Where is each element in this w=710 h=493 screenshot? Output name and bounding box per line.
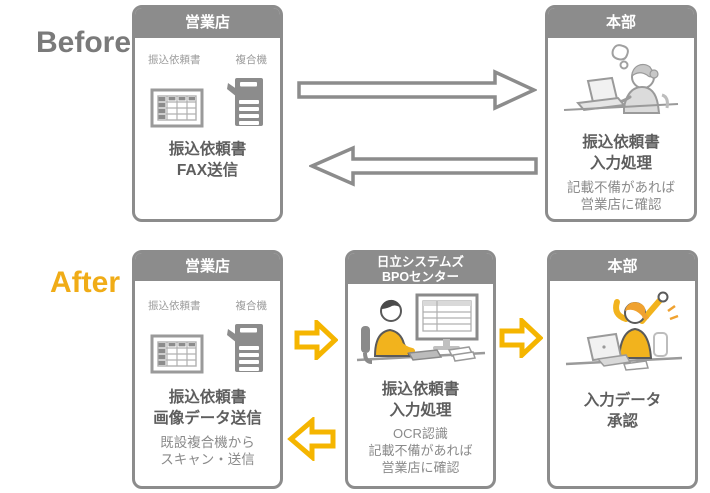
before-hq-header: 本部: [548, 8, 694, 38]
after-branch-note: 既設複合機から スキャン・送信: [135, 434, 280, 469]
before-label: Before: [36, 26, 132, 59]
after-bpo-note: OCR認識 記載不備があれば 営業店に確認: [348, 426, 493, 477]
after-hq-title-line1: 入力データ: [583, 392, 662, 409]
after-hq-header: 本部: [550, 253, 695, 281]
before-branch-title-line1: 振込依頼書: [168, 141, 247, 158]
after-branch-mini-labels: 振込依頼書 複合機: [135, 298, 280, 313]
stressed-worker-illustration: [563, 44, 679, 114]
after-label: After: [50, 266, 121, 299]
after-bpo-note-line3: 営業店に確認: [381, 459, 460, 475]
after-hq-box: 本部 入力データ 承認: [547, 250, 698, 489]
mfp-label: 複合機: [235, 300, 268, 312]
after-branch-title-line1: 振込依頼書: [168, 389, 247, 406]
before-branch-mini-labels: 振込依頼書 複合機: [135, 52, 280, 67]
multifunction-printer-icon: [227, 324, 263, 372]
multifunction-printer-icon: [227, 78, 263, 126]
after-branch-icons: [135, 322, 280, 374]
before-hq-title-line1: 振込依頼書: [582, 134, 660, 151]
after-bpo-note-line2: 記載不備があれば: [368, 442, 473, 458]
after-branch-header: 営業店: [135, 253, 280, 281]
after-branch-box: 営業店 振込依頼書 複合機: [132, 250, 283, 489]
before-branch-title: 振込依頼書 FAX送信: [135, 140, 280, 182]
after-bpo-box: 日立システムズ BPOセンター: [345, 250, 496, 489]
before-hq-note: 記載不備があれば 営業店に確認: [548, 179, 694, 214]
relieved-worker-illustration: [565, 291, 682, 371]
after-branch-note-line2: スキャン・送信: [160, 452, 255, 468]
before-branch-title-line2: FAX送信: [176, 161, 239, 179]
after-hq-title: 入力データ 承認: [550, 391, 695, 433]
after-bpo-header-line1: 日立システムズ: [376, 255, 465, 269]
after-bpo-title: 振込依頼書 入力処理: [348, 380, 493, 422]
after-branch-title-line2: 画像データ送信: [153, 409, 262, 427]
after-bpo-title-line2: 入力処理: [389, 401, 452, 419]
before-flow-right-arrow: [297, 69, 537, 111]
after-branch-note-line1: 既設複合機から: [160, 434, 255, 450]
after-branch-to-bpo-arrow: [294, 320, 338, 360]
after-bpo-body: 振込依頼書 入力処理 OCR認識 記載不備があれば 営業店に確認: [348, 292, 493, 477]
before-branch-icons: [135, 76, 280, 128]
after-bpo-to-branch-arrow: [287, 417, 336, 461]
before-branch-body: 振込依頼書 複合機: [135, 52, 280, 182]
after-bpo-header: 日立システムズ BPOセンター: [348, 253, 493, 284]
mfp-label: 複合機: [235, 54, 268, 66]
transfer-request-doc-label: 振込依頼書: [148, 300, 201, 312]
document-table-icon: [150, 334, 204, 374]
after-hq-body: 入力データ 承認: [550, 287, 695, 433]
before-branch-header: 営業店: [135, 8, 280, 38]
after-bpo-to-hq-arrow: [499, 318, 543, 358]
after-branch-title: 振込依頼書 画像データ送信: [135, 388, 280, 430]
after-hq-title-line2: 承認: [606, 412, 638, 430]
before-hq-box: 本部 振込依頼書 入力処理 記載不備があれば 営業店に確認: [545, 5, 697, 222]
before-flow-left-arrow: [309, 145, 538, 187]
before-hq-note-line2: 営業店に確認: [580, 197, 662, 213]
before-hq-title: 振込依頼書 入力処理: [548, 133, 694, 175]
before-hq-body: 振込依頼書 入力処理 記載不備があれば 営業店に確認: [548, 43, 694, 214]
after-bpo-header-line2: BPOセンター: [381, 270, 460, 284]
after-bpo-note-line1: OCR認識: [393, 425, 448, 441]
before-branch-box: 営業店 振込依頼書 複合機: [132, 5, 283, 222]
after-bpo-title-line1: 振込依頼書: [381, 381, 460, 398]
bpo-operator-illustration: [356, 293, 486, 364]
before-hq-title-line2: 入力処理: [589, 154, 652, 172]
before-hq-note-line1: 記載不備があれば: [567, 179, 675, 195]
transfer-request-doc-label: 振込依頼書: [148, 54, 201, 66]
after-branch-body: 振込依頼書 複合機: [135, 298, 280, 469]
document-table-icon: [150, 88, 204, 128]
